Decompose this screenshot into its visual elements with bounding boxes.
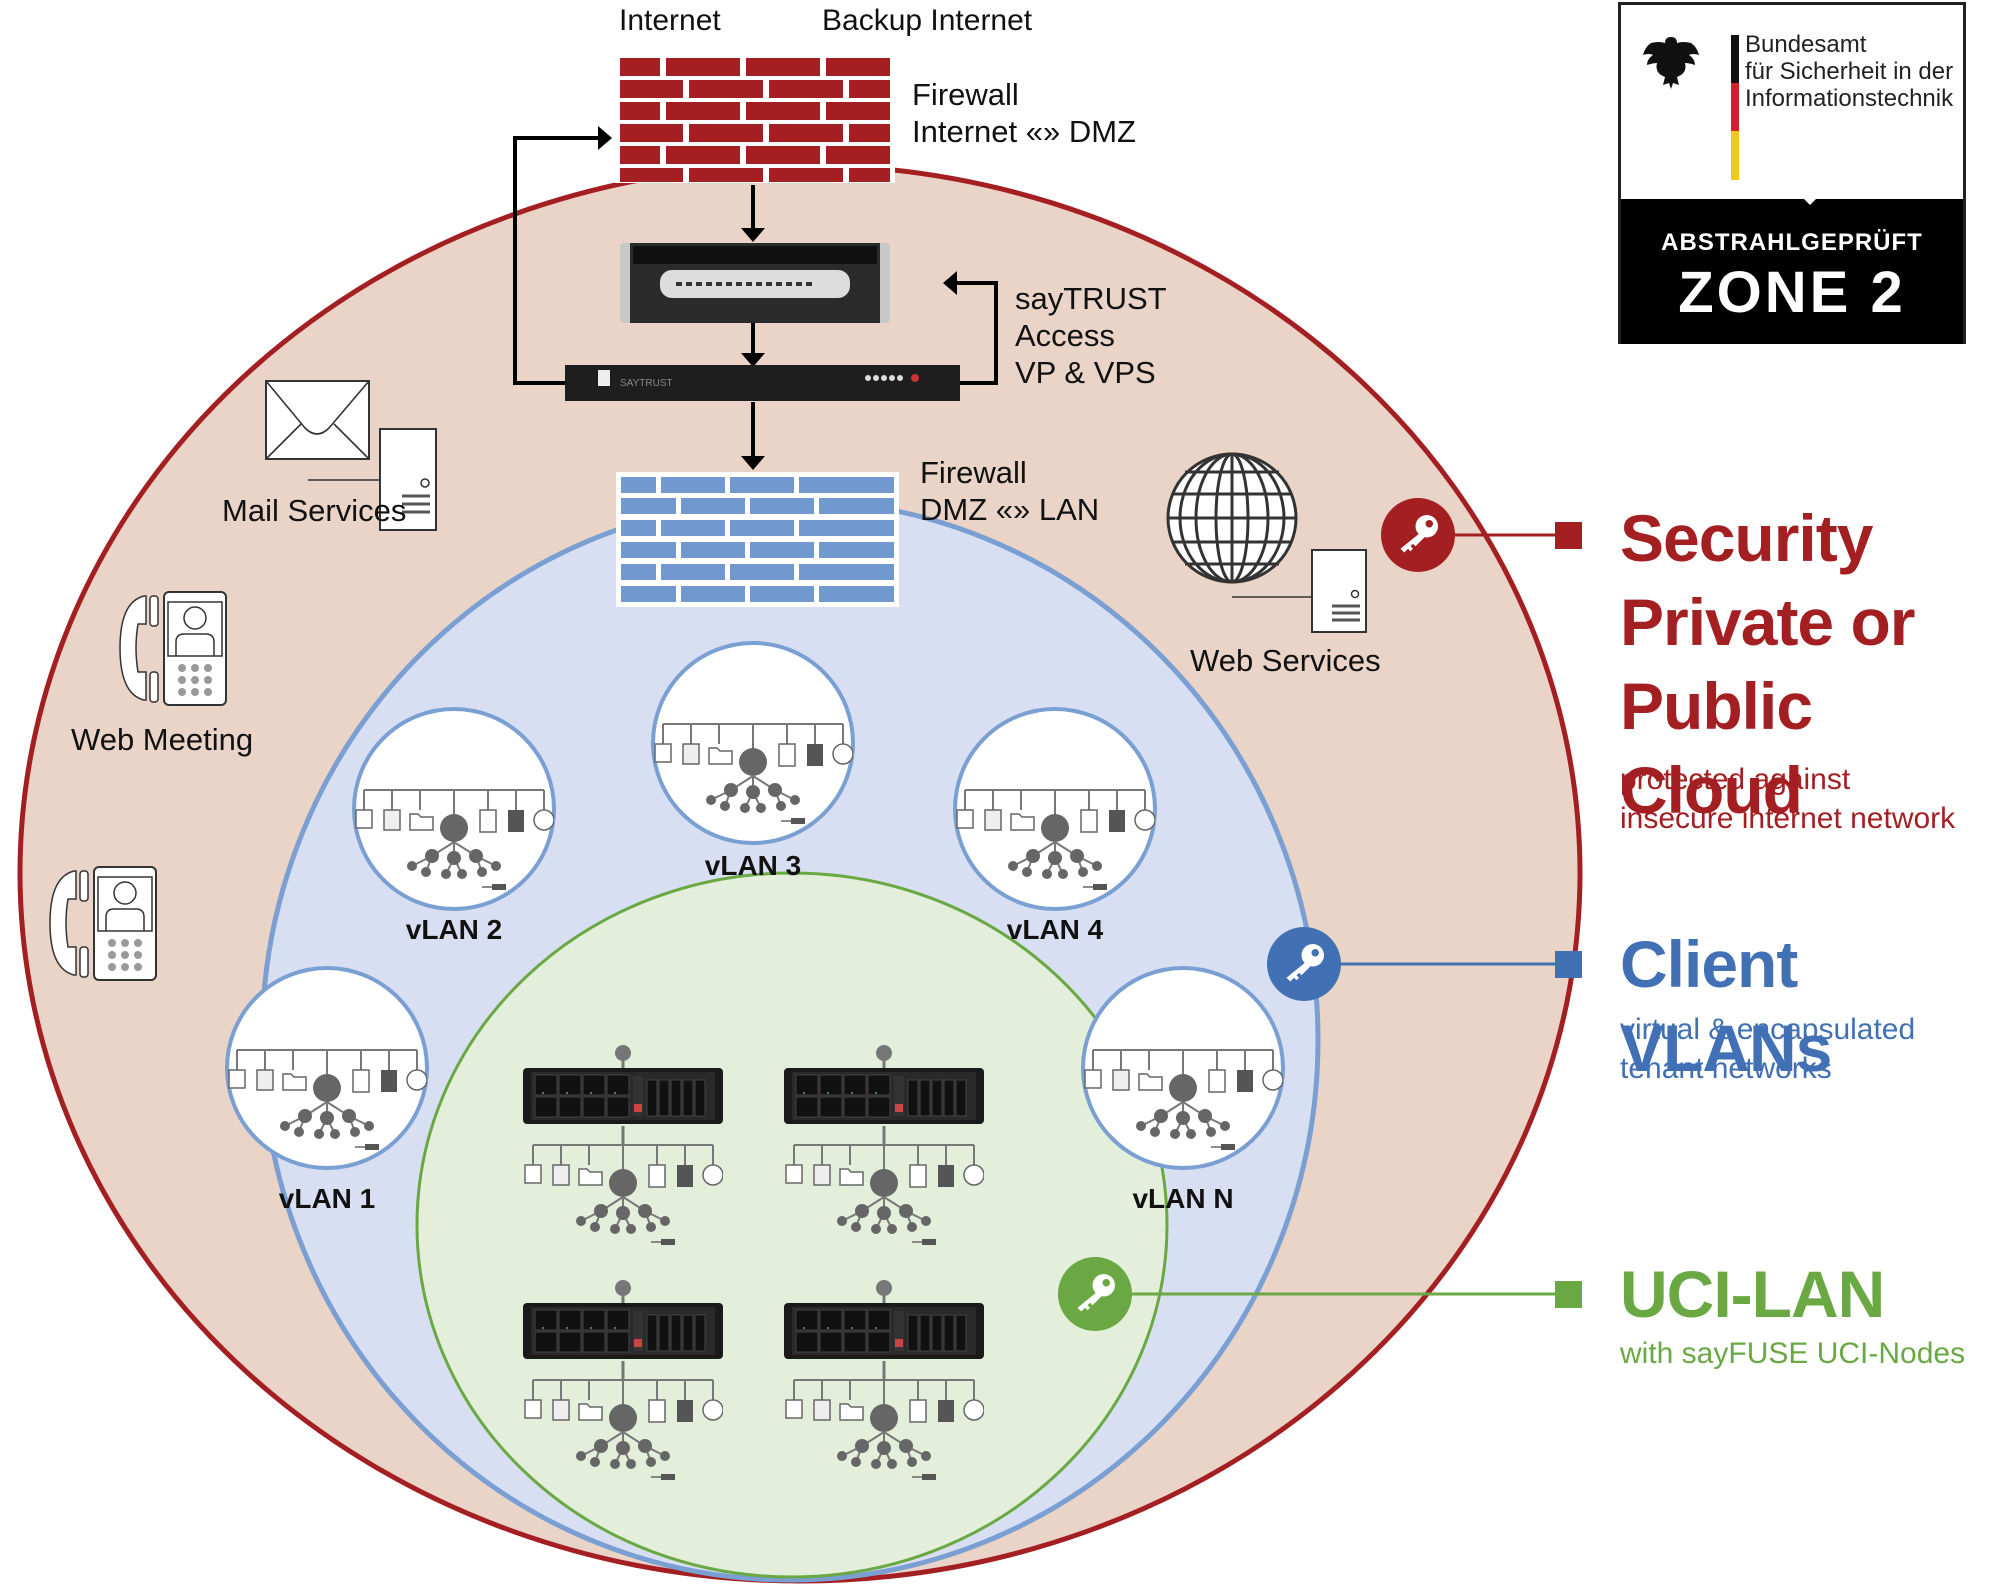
legend-uci-lan-subtitle: with sayFUSE UCI-Nodes xyxy=(1620,1334,1965,1373)
badge-org-line: Informationstechnik xyxy=(1745,85,1954,112)
badge-notch xyxy=(1798,193,1822,205)
vlan-label: vLAN 1 xyxy=(278,1183,376,1214)
legend-sub-line: with sayFUSE UCI-Nodes xyxy=(1620,1337,1966,1370)
federal-eagle-icon xyxy=(1643,37,1699,89)
saytrust-line3: VP & VPS xyxy=(1015,355,1156,390)
uci-lan-zone xyxy=(415,871,1169,1579)
vlan-circle xyxy=(1081,966,1285,1170)
legend-title-line: Client VLANs xyxy=(1620,927,1832,1085)
legend-uci-lan-title: UCI-LAN xyxy=(1620,1252,1885,1336)
mail-envelope-icon xyxy=(265,380,370,460)
legend-title-line: Security xyxy=(1620,501,1873,575)
firewall-inner-line1: Firewall xyxy=(920,455,1027,490)
badge-org-line: Bundesamt xyxy=(1745,31,1867,58)
firewall-inner-label: Firewall DMZ «» LAN xyxy=(920,454,1099,528)
appliance-brand: SAYTRUST xyxy=(620,378,673,389)
video-phone-icon xyxy=(49,866,157,981)
saytrust-label: sayTRUST Access VP & VPS xyxy=(1015,280,1167,391)
arrow-heads xyxy=(598,126,957,470)
legend-security-subtitle: protected against insecure internet netw… xyxy=(1620,760,1955,838)
legend-client-vlans-subtitle: virtual & encapsulated tenant networks xyxy=(1620,1010,1915,1088)
web-services-label: Web Services xyxy=(1190,643,1381,678)
uci-node xyxy=(523,1045,723,1245)
mail-services-label: Mail Services xyxy=(222,493,407,528)
vlan-label: vLAN 3 xyxy=(704,850,802,881)
legend-sub-line: virtual & encapsulated xyxy=(1620,1013,1916,1046)
internet-label: Internet xyxy=(619,4,721,37)
firewall-outer-label: Firewall Internet «» DMZ xyxy=(912,76,1136,150)
firewall-dmz-lan-icon xyxy=(616,472,899,607)
bsi-zone2-badge: Bundesamt für Sicherheit in der Informat… xyxy=(1618,2,1966,344)
german-flag-bar xyxy=(1731,35,1739,180)
badge-zone: ZONE 2 xyxy=(1678,260,1906,325)
security-connector xyxy=(1381,498,1582,572)
vlan-circle xyxy=(953,707,1157,911)
saytrust-appliance-icon: SAYTRUST xyxy=(565,365,960,401)
web-server-icon xyxy=(1232,549,1367,633)
video-phone-icon xyxy=(119,591,227,706)
legend-title-line: UCI-LAN xyxy=(1620,1257,1885,1331)
mail-server-icon xyxy=(308,428,437,531)
legend-title-line: Private or xyxy=(1620,585,1915,659)
backup-internet-label: Backup Internet xyxy=(822,4,1033,37)
legend-sub-line: protected against xyxy=(1620,763,1851,796)
vlan-circle xyxy=(225,966,429,1170)
uci-lan-connector xyxy=(1058,1257,1582,1331)
web-globe-icon xyxy=(1166,452,1298,584)
flow-arrows xyxy=(513,136,998,458)
legend-sub-line: tenant networks xyxy=(1620,1052,1832,1085)
vlan-label: vLAN 4 xyxy=(1006,914,1104,945)
client-vlans-connector xyxy=(1267,927,1582,1001)
firewall-internet-dmz-icon xyxy=(615,53,895,183)
vlan-label: vLAN N xyxy=(1132,1183,1234,1214)
badge-org-line: für Sicherheit in der xyxy=(1745,58,1954,85)
uci-node xyxy=(523,1280,723,1480)
badge-certification: ABSTRAHLGEPRÜFT xyxy=(1661,229,1923,256)
saytrust-server-icon xyxy=(620,243,890,323)
legend-security-title: Security Private or Public Cloud xyxy=(1620,496,2001,832)
firewall-outer-line1: Firewall xyxy=(912,77,1019,112)
saytrust-line1: sayTRUST xyxy=(1015,281,1167,316)
legend-title-line: Public Cloud xyxy=(1620,669,1813,827)
saytrust-line2: Access xyxy=(1015,318,1115,353)
legend-sub-line: insecure internet network xyxy=(1620,802,1956,835)
firewall-outer-line2: Internet «» DMZ xyxy=(912,114,1136,149)
vlan-label: vLAN 2 xyxy=(405,914,503,945)
badge-bottom xyxy=(1621,199,1963,344)
uci-node xyxy=(784,1280,984,1480)
badge-org-name: Bundesamt für Sicherheit in der Informat… xyxy=(1745,31,1953,112)
vlan-circle xyxy=(651,641,855,845)
legend-client-vlans-title: Client VLANs xyxy=(1620,922,2001,1090)
web-meeting-label: Web Meeting xyxy=(71,722,254,757)
firewall-inner-line2: DMZ «» LAN xyxy=(920,492,1100,527)
uci-node xyxy=(784,1045,984,1245)
vlan-circle xyxy=(352,707,556,911)
